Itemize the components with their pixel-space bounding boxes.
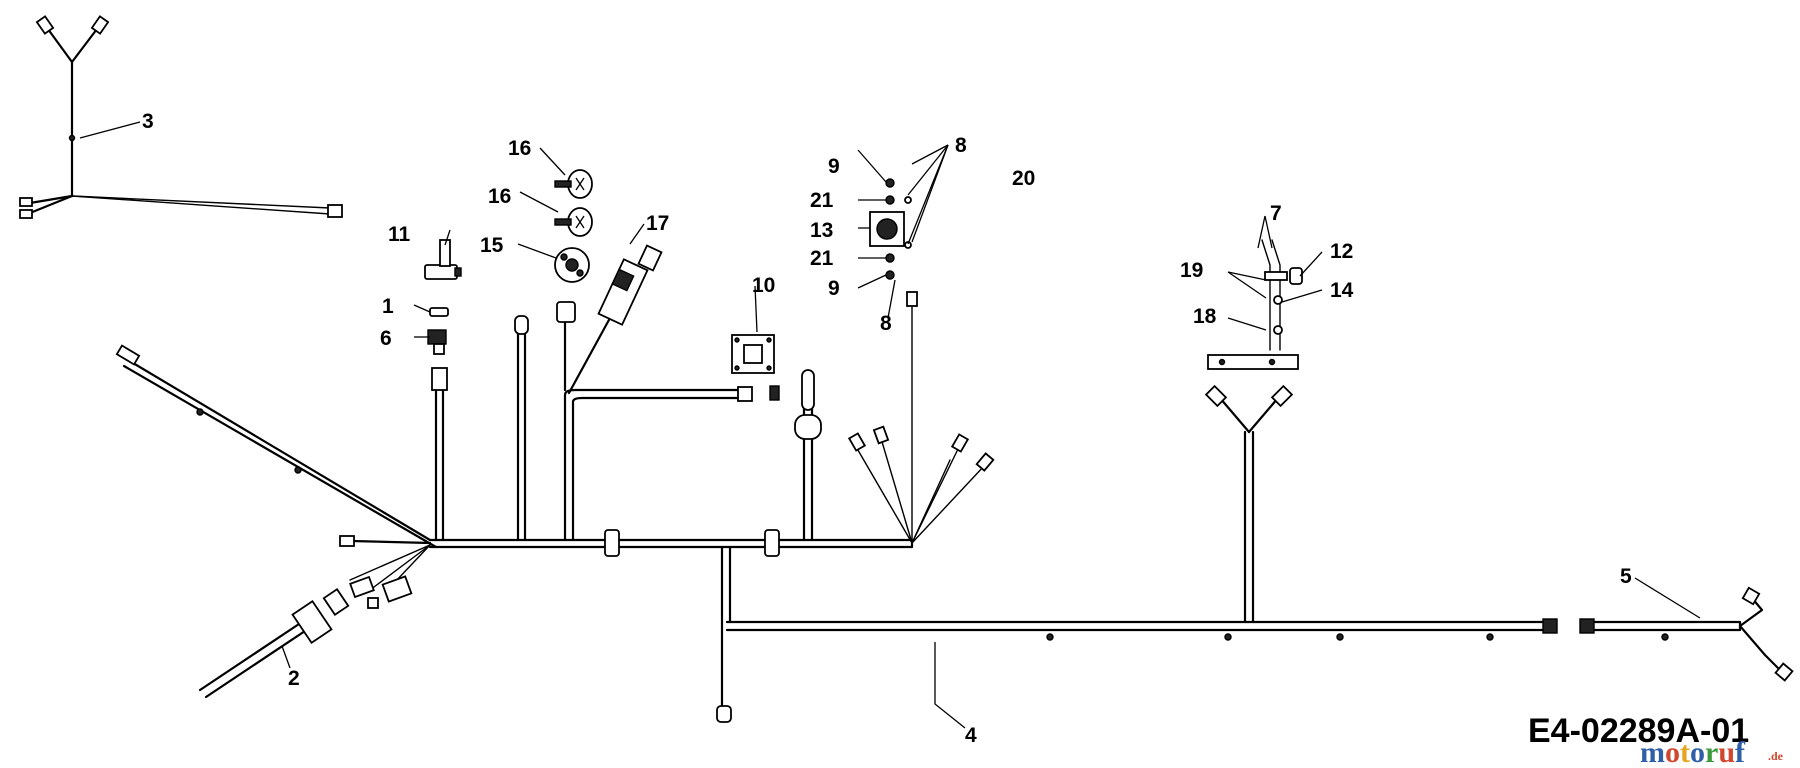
part-16-upper [554, 169, 593, 199]
part-6 [427, 329, 447, 355]
main-harness-4 [115, 291, 1558, 723]
part-10 [731, 334, 775, 374]
drawing-code: E4-02289A-01 [1528, 712, 1749, 750]
callout-8-lower: 8 [880, 312, 892, 335]
part-2 [198, 575, 413, 699]
callout-labels: 3 2 4 5 1 6 11 16 16 15 17 10 9 21 13 21… [142, 110, 1632, 747]
callout-9-lower: 9 [828, 277, 840, 300]
callout-1: 1 [382, 295, 394, 318]
part-16-lower [554, 207, 593, 237]
part-13 [869, 211, 905, 247]
callout-15: 15 [480, 234, 504, 257]
part-15 [554, 247, 590, 283]
callout-8-upper: 8 [955, 134, 967, 157]
callout-20: 20 [1012, 167, 1035, 190]
leader-lines [79, 121, 1701, 729]
callout-7: 7 [1270, 202, 1282, 225]
callout-21-lower: 21 [810, 247, 834, 270]
callout-14: 14 [1330, 279, 1354, 302]
callout-10: 10 [752, 274, 775, 297]
callout-18: 18 [1193, 305, 1217, 328]
callout-16-lower: 16 [488, 185, 511, 208]
callout-19: 19 [1180, 259, 1203, 282]
harness-5 [1579, 586, 1794, 682]
callout-4: 4 [965, 724, 977, 747]
part-11 [424, 239, 462, 280]
callout-3: 3 [142, 110, 154, 133]
callout-13: 13 [810, 219, 833, 242]
callout-16-upper: 16 [508, 137, 531, 160]
relay-bracket-assembly [1207, 239, 1303, 370]
harness-3 [19, 15, 343, 219]
callout-2: 2 [288, 667, 300, 690]
watermark-suffix: .de [1768, 749, 1784, 763]
watermark-logo: motoruf .de [1640, 736, 1784, 768]
callout-21-upper: 21 [810, 189, 834, 212]
callout-12: 12 [1330, 240, 1353, 263]
callout-6: 6 [380, 327, 392, 350]
callout-9-upper: 9 [828, 155, 840, 178]
callout-11: 11 [388, 223, 411, 246]
watermark-text: motoruf [1640, 736, 1746, 768]
callout-17: 17 [646, 212, 669, 235]
part-17 [597, 244, 663, 326]
part-1 [429, 307, 449, 317]
callout-5: 5 [1620, 565, 1632, 588]
